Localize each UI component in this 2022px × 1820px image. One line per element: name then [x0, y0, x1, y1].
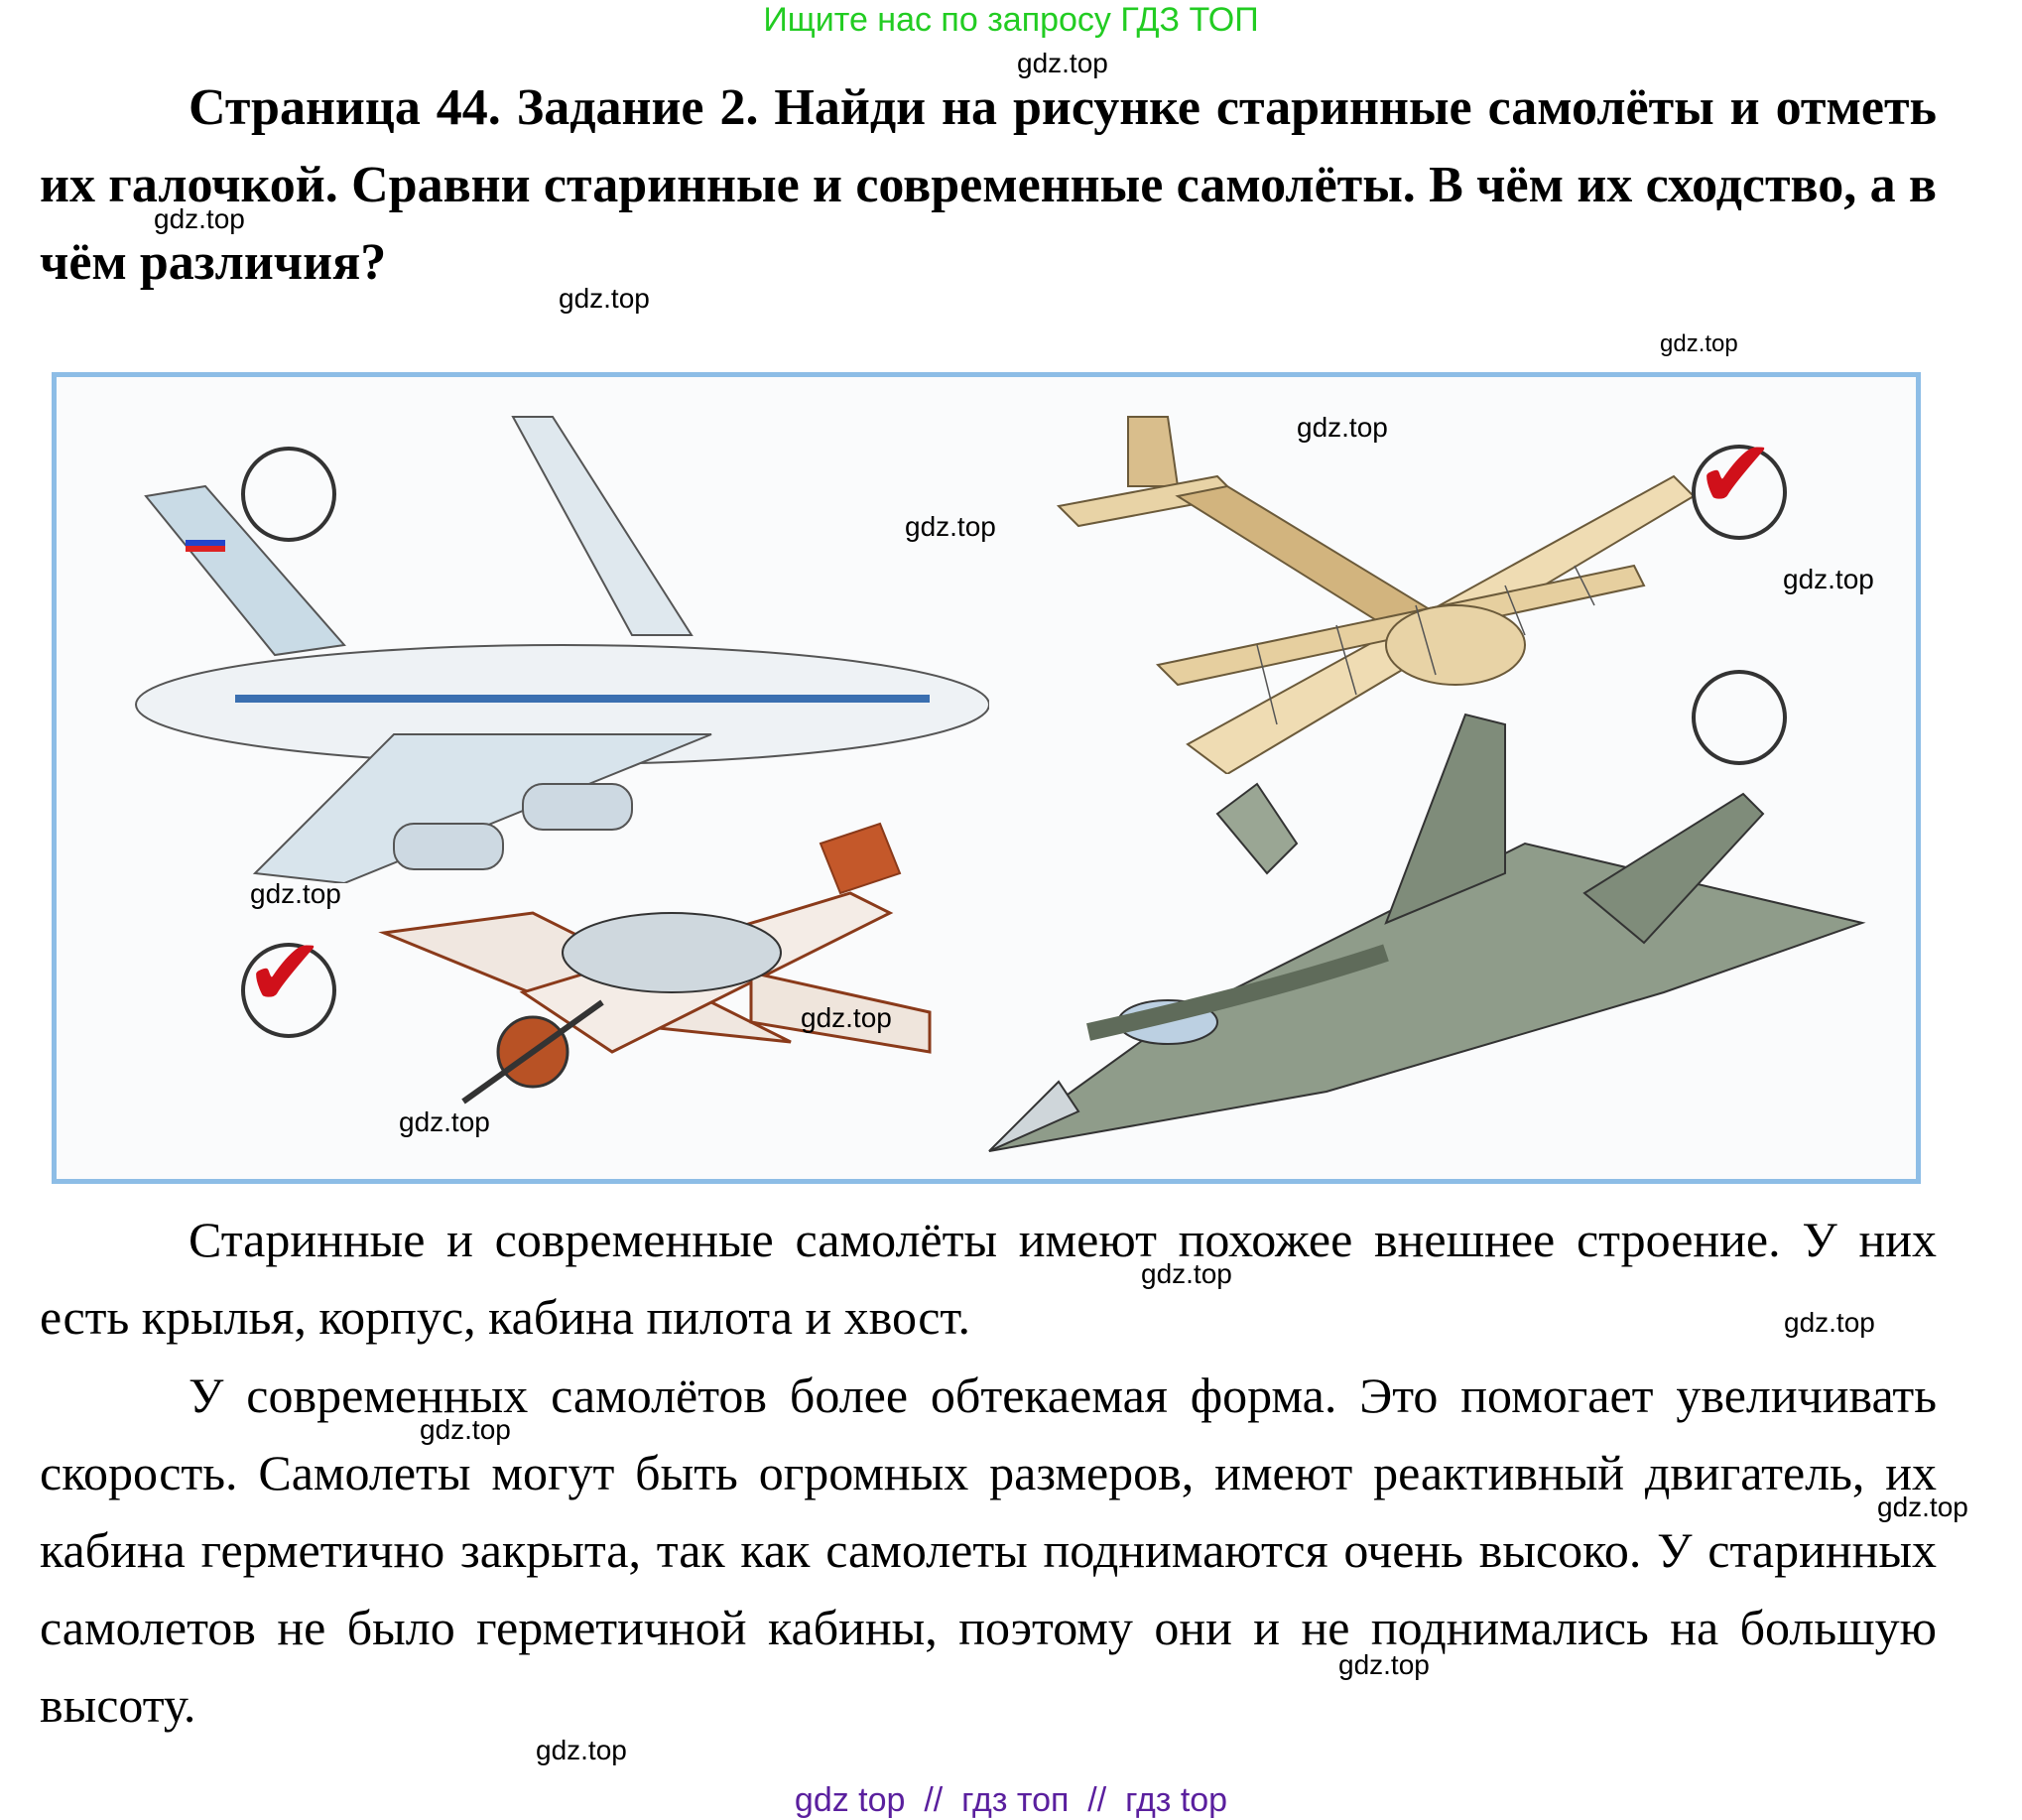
footer-links: gdz top // гдз топ // гдз top [794, 1781, 1228, 1819]
watermark: gdz.top [1338, 1649, 1430, 1680]
task-title-text: Страница 44. Задание 2. Найди на рисунке… [40, 79, 1937, 291]
answer-text-2: У современных самолётов более обтекаемая… [40, 1367, 1937, 1733]
watermark: gdz.top [1017, 48, 1108, 78]
checkbox-circle-airliner[interactable] [241, 447, 336, 542]
watermark: gdz.top [1783, 564, 1874, 594]
watermark: gdz.top [1141, 1258, 1232, 1289]
airliner-image [135, 416, 989, 883]
watermark: gdz.top [420, 1414, 511, 1445]
watermark: gdz.top [399, 1106, 490, 1137]
watermark: gdz.top [250, 878, 341, 909]
answer-paragraph-2: У современных самолётов более обтекаемая… [40, 1357, 1937, 1744]
vintage-biplane-image [1056, 416, 1696, 774]
watermark: gdz.top [1784, 1307, 1875, 1338]
checkbox-circle-vintage-prop[interactable] [241, 943, 336, 1038]
watermark: gdz.top [1877, 1492, 1968, 1522]
answer-paragraph-1: Старинные и современные самолёты имеют п… [40, 1201, 1937, 1356]
checkmark-icon: ✔ [245, 917, 325, 1028]
watermark: gdz.top [1660, 330, 1738, 357]
checkmark-icon: ✔ [1696, 419, 1776, 530]
watermark: gdz.top [154, 203, 245, 234]
watermark: gdz.top [536, 1735, 627, 1765]
watermark: gdz.top [905, 511, 996, 542]
task-title: Страница 44. Задание 2. Найди на рисунке… [40, 69, 1937, 302]
checkbox-circle-fighter[interactable] [1692, 670, 1787, 765]
watermark: gdz.top [801, 1002, 892, 1033]
search-banner: Ищите нас по запросу ГДЗ ТОП [763, 1, 1259, 39]
fighter-jet-image [988, 713, 1866, 1152]
airplanes-illustration: ✔ ✔ gdz.top gdz.top gdz.top gdz.top gdz.… [52, 372, 1921, 1184]
vintage-propeller-plane-image [378, 822, 932, 1105]
checkbox-circle-vintage-biplane[interactable] [1692, 445, 1787, 540]
watermark: gdz.top [1297, 412, 1388, 443]
answer-text-1: Старинные и современные самолёты имеют п… [40, 1212, 1937, 1345]
watermark: gdz.top [559, 283, 650, 314]
